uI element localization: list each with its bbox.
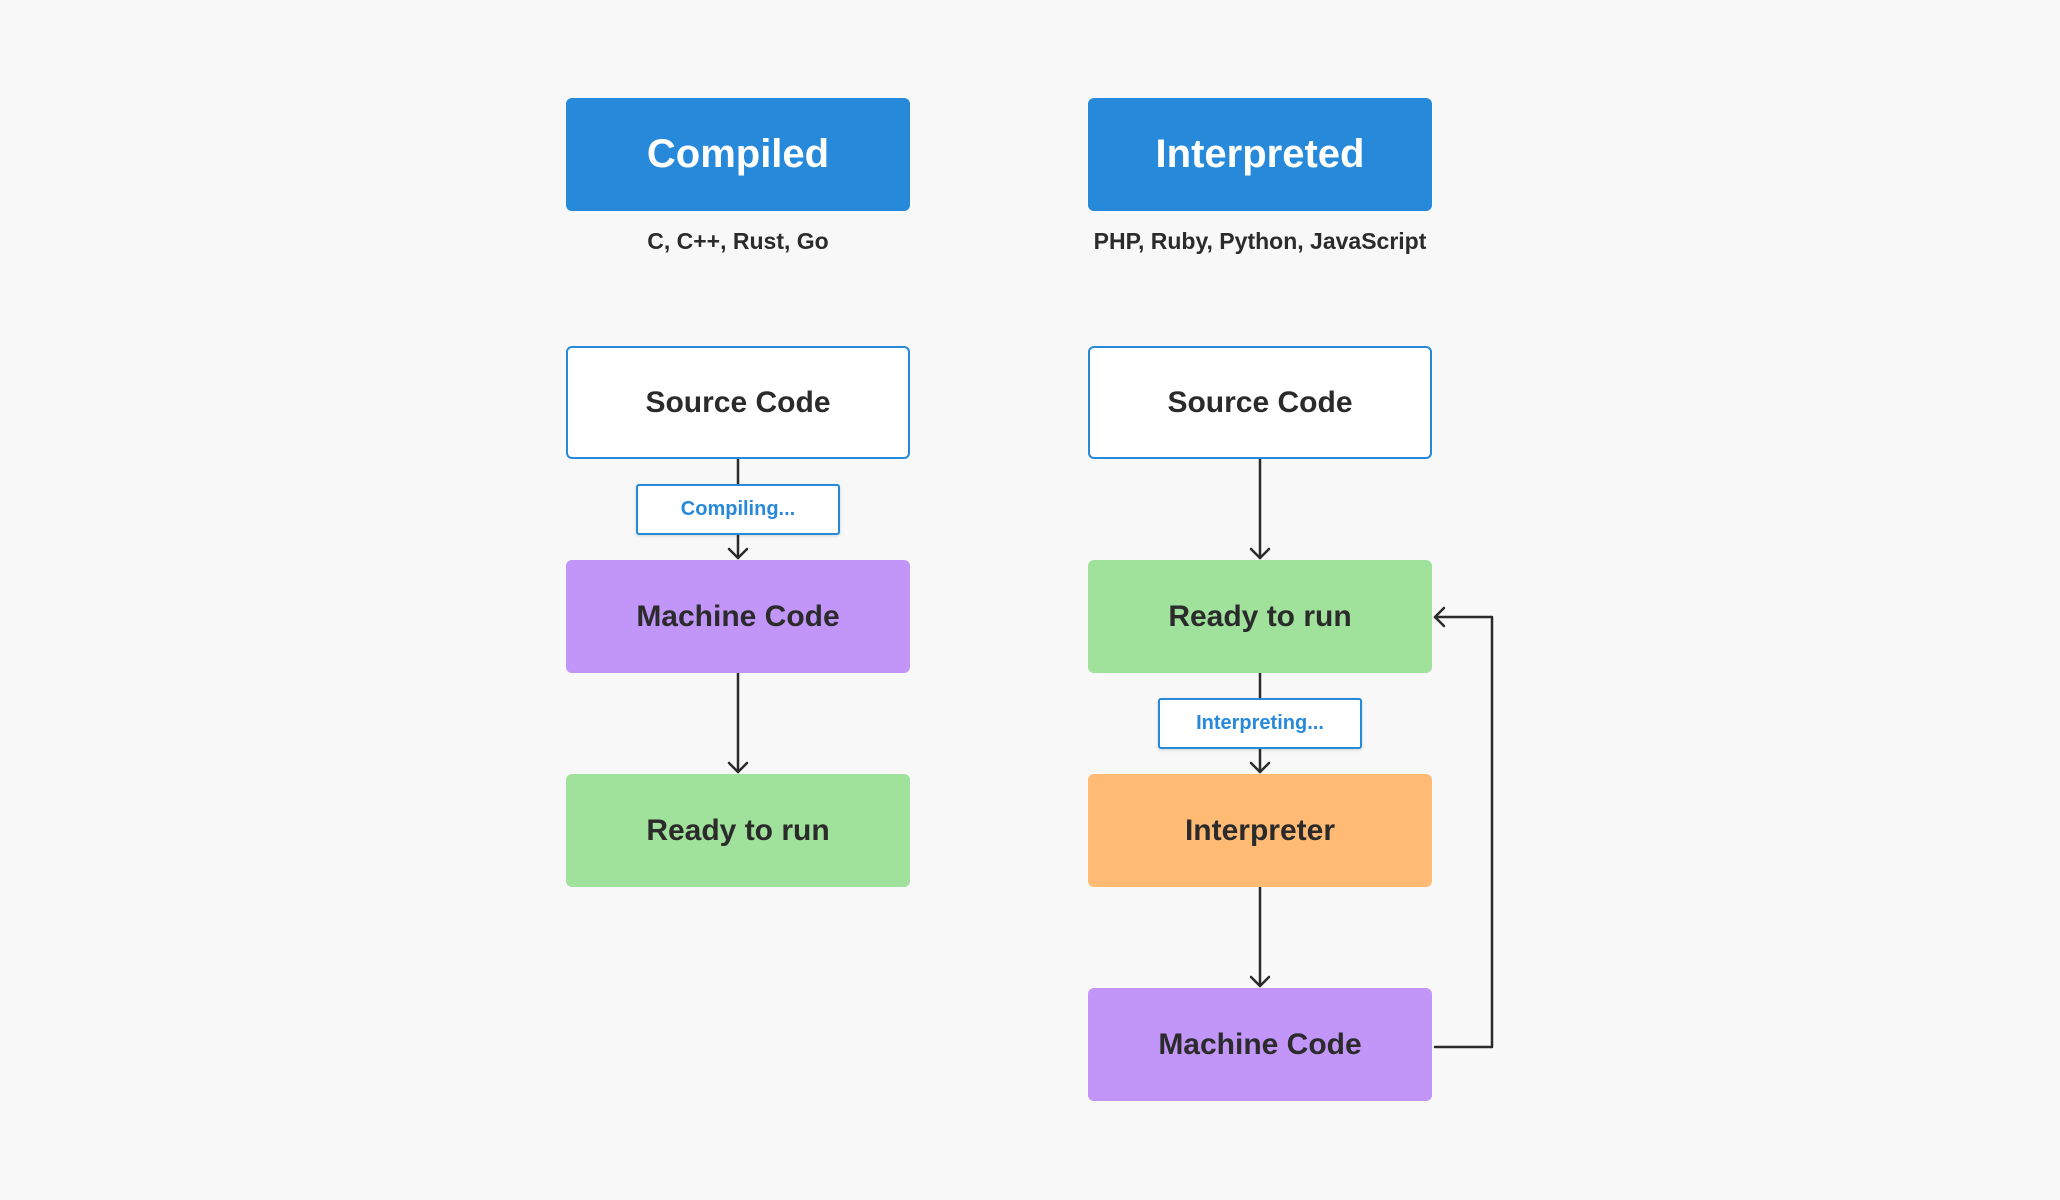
compiled-ready-to-run-label: Ready to run bbox=[646, 813, 830, 847]
compiled-machine-code-label: Machine Code bbox=[636, 599, 840, 633]
interpreting-step-text: Interpreting... bbox=[1196, 712, 1324, 734]
arrow-loop-machine-to-ready bbox=[1433, 615, 1494, 1049]
compiled-title: Compiled bbox=[646, 132, 830, 176]
interpreted-machine-code-label: Machine Code bbox=[1158, 1027, 1362, 1061]
compiling-step-label: Compiling... bbox=[636, 484, 840, 535]
compiled-languages: C, C++, Rust, Go bbox=[647, 228, 829, 254]
interpreted-header: Interpreted bbox=[1088, 98, 1432, 211]
interpreted-ready-to-run-label: Ready to run bbox=[1168, 599, 1352, 633]
interpreted-machine-code-node: Machine Code bbox=[1088, 988, 1432, 1101]
compiling-step-text: Compiling... bbox=[680, 498, 796, 520]
interpreted-ready-to-run-node: Ready to run bbox=[1088, 560, 1432, 673]
compiled-ready-to-run-node: Ready to run bbox=[566, 774, 910, 887]
compiled-machine-code-node: Machine Code bbox=[566, 560, 910, 673]
interpreting-step-label: Interpreting... bbox=[1158, 698, 1362, 749]
compiled-source-code-node: Source Code bbox=[566, 346, 910, 459]
interpreter-node: Interpreter bbox=[1088, 774, 1432, 887]
interpreted-title: Interpreted bbox=[1155, 132, 1365, 176]
interpreted-languages: PHP, Ruby, Python, JavaScript bbox=[1093, 228, 1427, 254]
interpreter-label: Interpreter bbox=[1184, 813, 1336, 847]
interpreted-source-code-label: Source Code bbox=[1167, 385, 1353, 419]
compiled-header: Compiled bbox=[566, 98, 910, 211]
compiled-source-code-label: Source Code bbox=[645, 385, 831, 419]
interpreted-source-code-node: Source Code bbox=[1088, 346, 1432, 459]
